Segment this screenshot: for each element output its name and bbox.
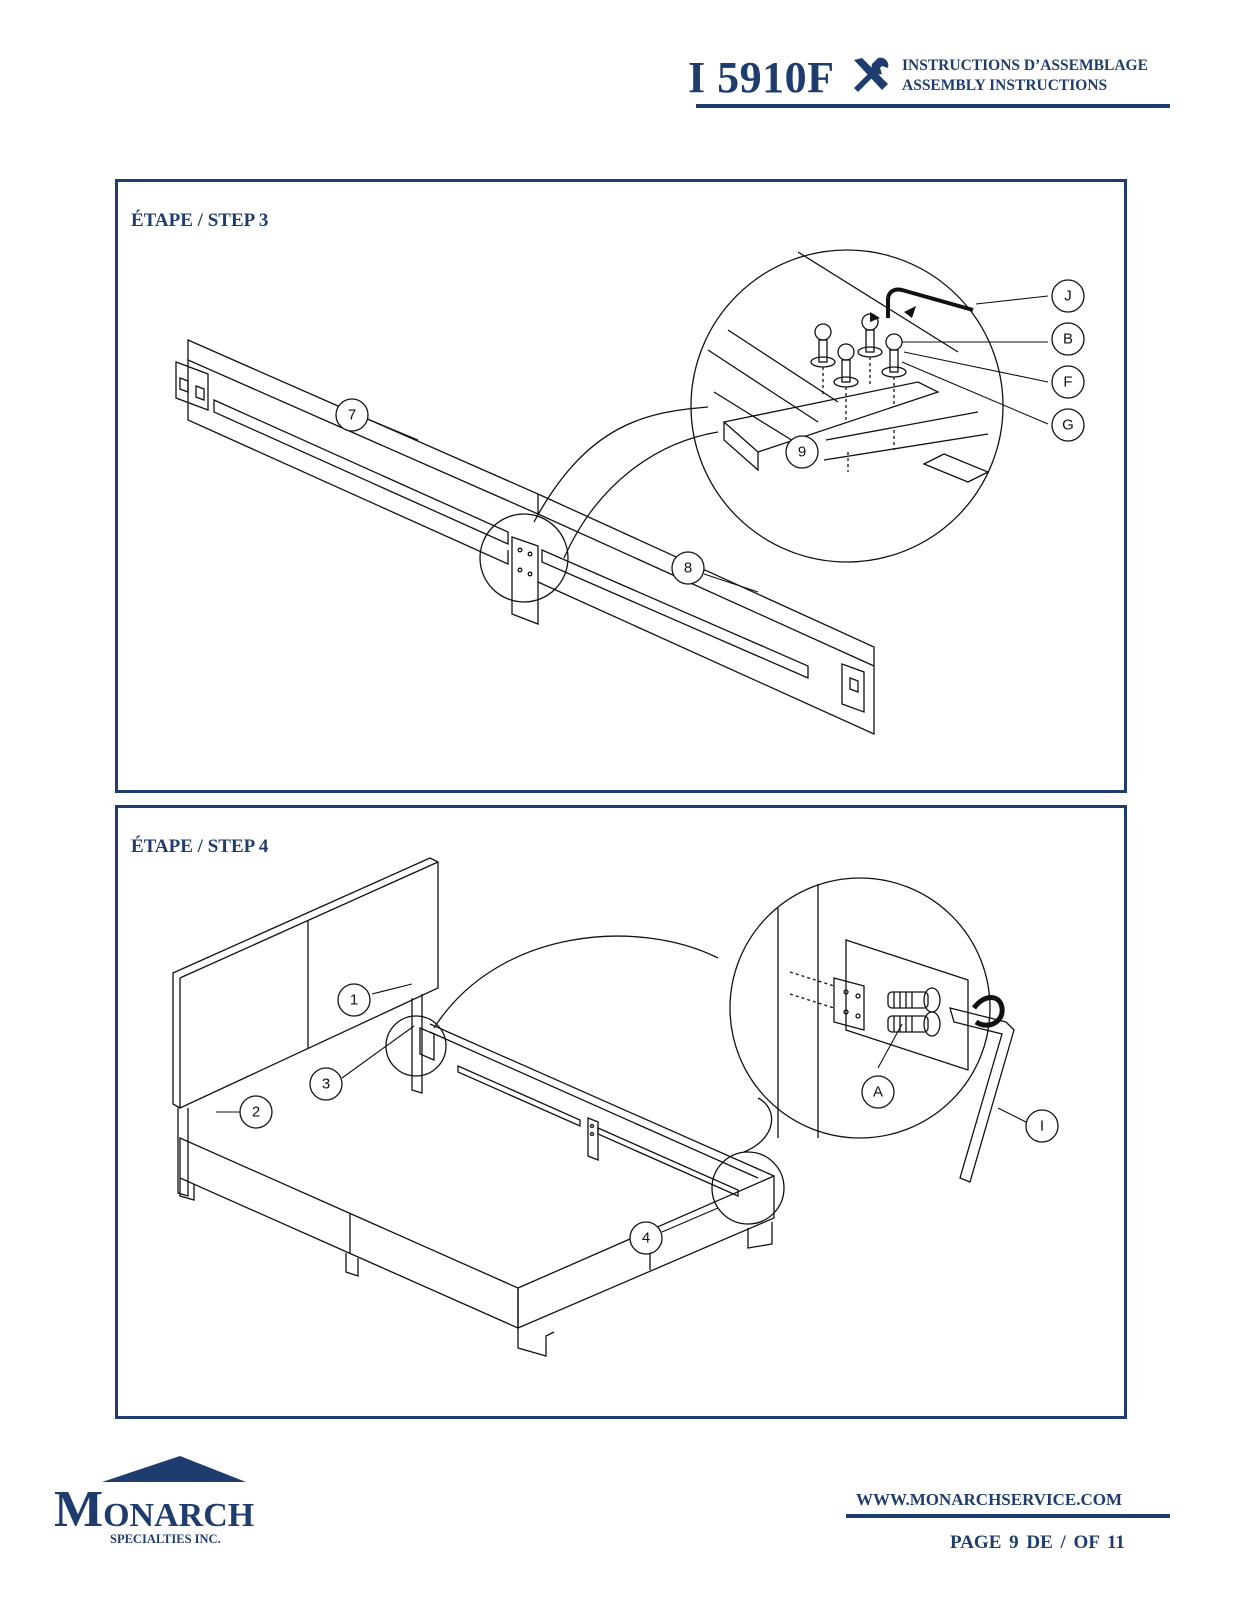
callout-j-label: J <box>1064 288 1072 305</box>
instructions-french: INSTRUCTIONS D’ASSEMBLAGE <box>902 57 1148 74</box>
rail-bracket <box>419 1027 435 1061</box>
callout-i-label: I <box>1040 1118 1044 1135</box>
callout-2-label: 2 <box>252 1104 260 1121</box>
callout-4 <box>629 1221 663 1255</box>
page-header: I 5910F INSTRUCTIONS D’ASSEMBLAGE ASSEMB… <box>0 0 1237 120</box>
callout-a <box>861 1075 895 1109</box>
headboard-leg-left <box>177 1108 189 1197</box>
callout-2 <box>239 1095 273 1129</box>
callout-3-label: 3 <box>322 1076 330 1093</box>
detail-circle <box>729 877 991 1139</box>
footboard-rail <box>517 1175 775 1329</box>
detail-bracket <box>833 977 865 1031</box>
callout-i <box>1025 1109 1059 1143</box>
step-3-panel: ÉTAPE / STEP 3 <box>115 179 1127 793</box>
callout-8-label: 8 <box>684 560 692 577</box>
instructions-english: ASSEMBLY INSTRUCTIONS <box>902 77 1108 94</box>
detail-circle <box>690 249 1004 563</box>
zoom-circle-small <box>479 513 569 603</box>
step-3-illustration: 7 8 9 J B F G <box>175 249 1085 736</box>
allen-key-j <box>886 287 974 318</box>
callout-f <box>1051 365 1085 399</box>
rail-7-bracket <box>175 361 209 411</box>
step-4-panel: ÉTAPE / STEP 4 <box>115 805 1127 1419</box>
detail-bolts <box>810 313 907 388</box>
center-rail-slat-1 <box>457 1065 581 1127</box>
logo-rest: ONARCH <box>103 1497 255 1534</box>
detail-panel <box>845 939 969 1071</box>
callout-4-label: 4 <box>642 1230 650 1247</box>
zoom-circle-small-2 <box>711 1151 785 1225</box>
step-4-illustration: 1 2 3 4 A I <box>172 857 1059 1357</box>
callout-1-label: 1 <box>350 992 358 1009</box>
rail-7-slat <box>213 398 509 546</box>
monarch-logo: MONARCH <box>54 1484 254 1536</box>
zoom-circle-small-1 <box>385 1015 447 1077</box>
callout-g-label: G <box>1062 417 1074 434</box>
detail-board-9 <box>722 381 940 453</box>
allen-key-i <box>949 1007 1015 1183</box>
model-number: I 5910F <box>688 53 835 102</box>
callout-b-label: B <box>1063 331 1073 348</box>
headboard-leg-right <box>411 994 423 1094</box>
detail-bolts-a <box>887 987 941 1037</box>
callout-9-label: 9 <box>798 444 806 461</box>
footer-rule <box>846 1514 1170 1518</box>
callout-g <box>1051 408 1085 442</box>
side-rail-left <box>179 1137 519 1329</box>
step-3-title: ÉTAPE / STEP 3 <box>131 210 269 231</box>
callout-a-label: A <box>873 1084 883 1101</box>
tools-icon <box>854 57 889 92</box>
callout-7 <box>335 398 369 432</box>
monarch-logo-roof <box>102 1456 246 1482</box>
page-number: PAGE 9 DE / OF 11 <box>950 1532 1125 1553</box>
callout-9 <box>785 435 819 469</box>
callout-j <box>1051 279 1085 313</box>
header-rule <box>696 104 1170 108</box>
callout-7-label: 7 <box>348 407 356 424</box>
logo-subtitle: SPECIALTIES INC. <box>110 1532 221 1546</box>
headboard <box>172 857 439 1109</box>
rail-8-slat <box>541 549 809 679</box>
rail-8 <box>537 493 875 736</box>
center-support <box>587 1117 599 1161</box>
center-leg <box>511 536 539 625</box>
side-rail-right <box>429 1023 775 1177</box>
rail-8-bracket <box>841 663 865 713</box>
logo-initial: M <box>54 1481 104 1538</box>
callout-f-label: F <box>1063 374 1072 391</box>
callout-b <box>1051 322 1085 356</box>
callout-8 <box>671 551 705 585</box>
callout-1 <box>337 983 371 1017</box>
website-link[interactable]: WWW.MONARCHSERVICE.COM <box>856 1490 1123 1509</box>
callout-3 <box>309 1067 343 1101</box>
step-4-title: ÉTAPE / STEP 4 <box>131 836 269 857</box>
